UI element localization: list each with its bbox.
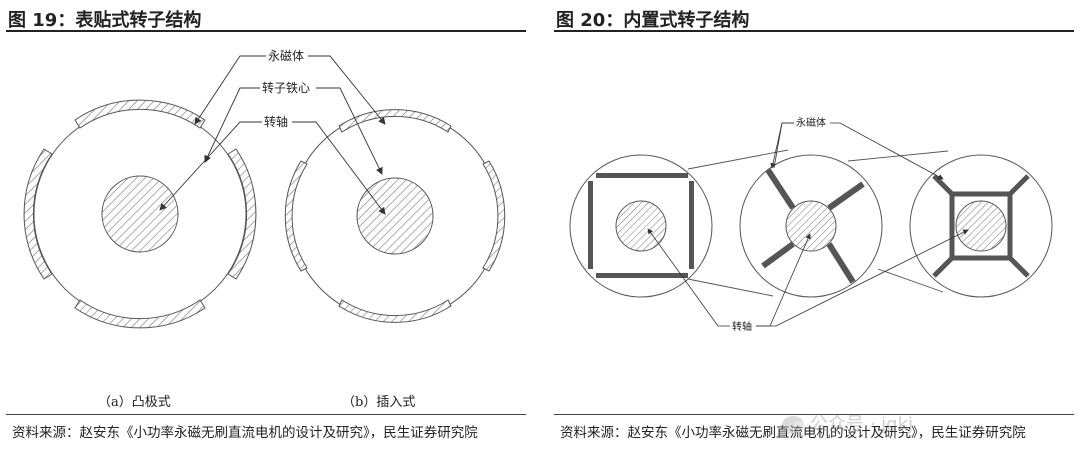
rotor-2-magnets <box>761 168 865 284</box>
leader-core-a <box>204 87 260 163</box>
title-rule <box>6 30 526 32</box>
rotor-3 <box>909 154 1053 298</box>
watermark: 公众号 · jqkj <box>782 410 1072 440</box>
figure-19-source: 资料来源：赵安东《小功率永磁无刷直流电机的设计及研究》，民生证券研究院 <box>12 425 478 441</box>
figure-20-title: 图 20：内置式转子结构 <box>556 10 750 31</box>
rotor-2-shaft <box>785 200 837 252</box>
source-rule <box>6 414 526 415</box>
label-core: 转子铁心 <box>262 80 310 95</box>
rotor-1-shaft <box>615 200 667 252</box>
rotor-2 <box>739 154 883 298</box>
wechat-icon <box>782 416 804 434</box>
rotor-a <box>23 99 257 329</box>
surface-rotor-diagram: 永磁体 转子铁心 转轴 （a）凸极式 （b）插入式 <box>23 48 506 409</box>
label-shaft: 转轴 <box>264 114 288 129</box>
leader-magnet-3 <box>830 122 944 180</box>
rotor-1 <box>569 154 713 298</box>
title-rule <box>554 30 1074 32</box>
rotor-3-shaft <box>955 200 1007 252</box>
rotor-a-shaft <box>101 175 179 253</box>
leader-magnet-a <box>194 55 266 125</box>
rotor-b-shaft <box>356 177 434 255</box>
rotor-b-magnets <box>284 109 506 323</box>
leader-shaft-a <box>159 121 262 211</box>
leader-shaft-1 <box>647 228 730 327</box>
interior-rotor-diagram: 永磁体 转轴 <box>569 116 1053 333</box>
rotor-b <box>284 109 506 323</box>
leader-shaft-b <box>292 121 386 215</box>
figure-20-panel: 图 20：内置式转子结构 <box>548 0 1080 473</box>
label-magnet: 永磁体 <box>796 116 826 129</box>
rotor-a-magnets <box>23 99 257 329</box>
label-shaft: 转轴 <box>732 320 752 333</box>
rotor-3-magnets <box>932 174 1030 278</box>
source-rule <box>554 414 1074 415</box>
rotor-1-magnets <box>588 173 694 278</box>
leader-magnet-1b <box>773 122 794 169</box>
leader-core-b <box>316 87 383 175</box>
callout-lines <box>687 149 949 297</box>
leader-shaft-3 <box>756 229 969 327</box>
figure-19-panel: 图 19：表贴式转子结构 <box>0 0 532 473</box>
leader-magnet-b <box>308 55 386 125</box>
watermark-text: 公众号 · jqkj <box>810 414 914 435</box>
caption-a: （a）凸极式 <box>98 395 171 409</box>
figure-20-source: 资料来源：赵安东《小功率永磁无刷直流电机的设计及研究》，民生证券研究院 <box>560 422 1065 444</box>
figure-19-title: 图 19：表贴式转子结构 <box>8 10 202 31</box>
label-magnet: 永磁体 <box>268 48 304 63</box>
caption-b: （b）插入式 <box>342 395 415 409</box>
